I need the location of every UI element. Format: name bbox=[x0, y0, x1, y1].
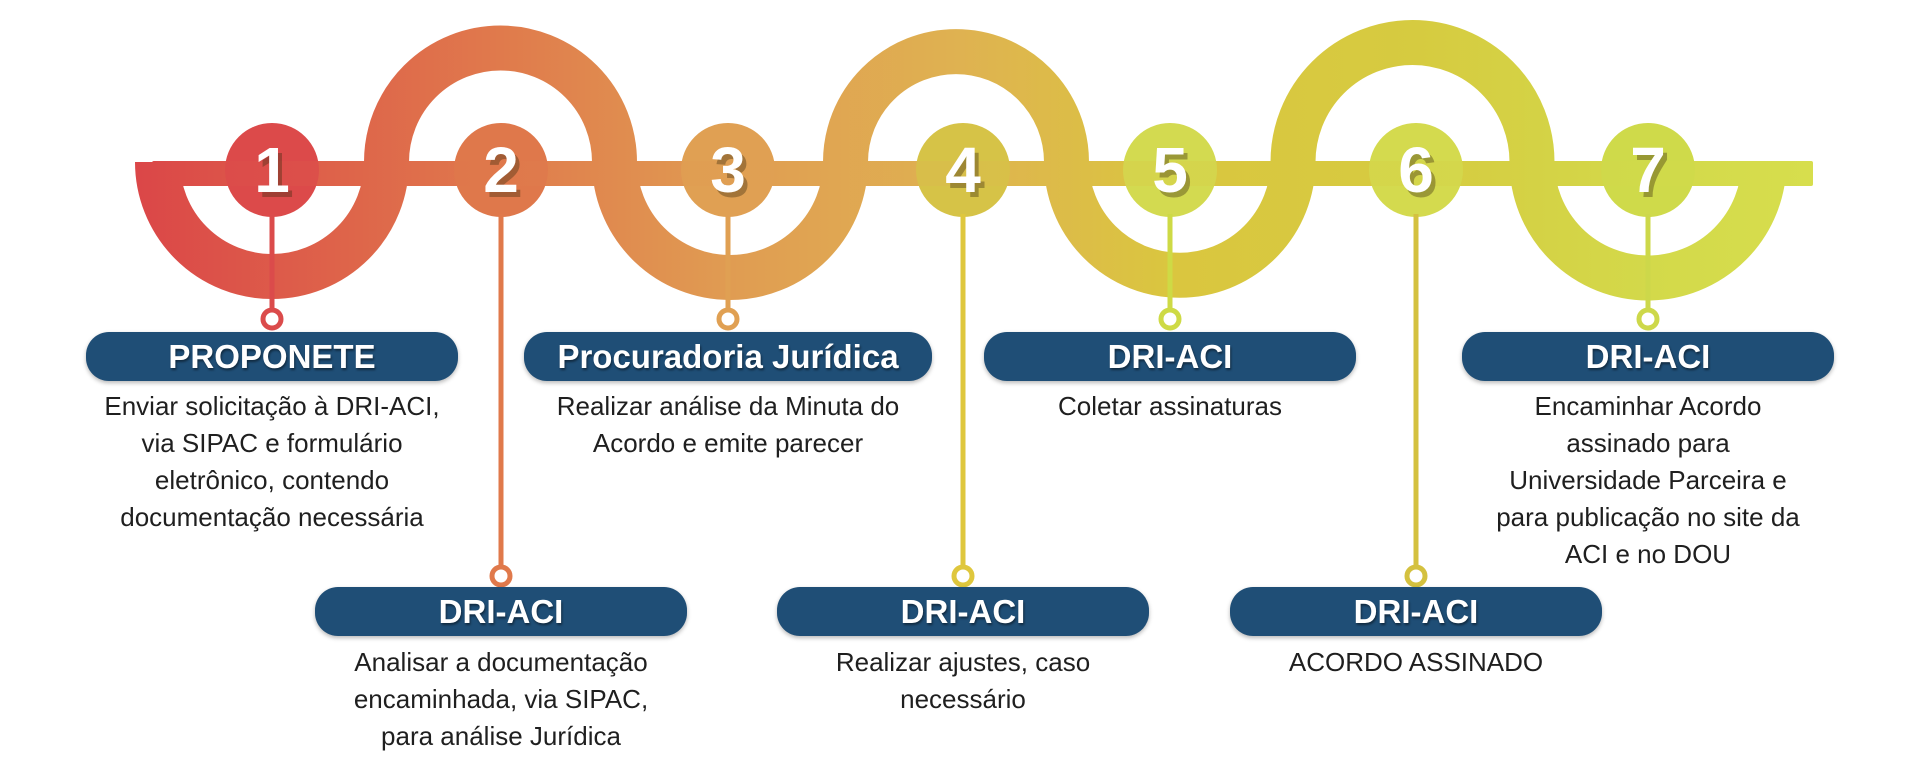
timeline-bar-overlay bbox=[152, 161, 1813, 186]
step-1-connector-ring bbox=[260, 307, 284, 331]
step-5-title-box: DRI-ACI bbox=[984, 332, 1356, 381]
step-3-title-box: Procuradoria Jurídica bbox=[524, 332, 932, 381]
step-7-title: DRI-ACI bbox=[1585, 337, 1711, 375]
step-2-description: Analisar a documentação encaminhada, via… bbox=[353, 647, 649, 751]
step-6-number: 6 bbox=[1398, 134, 1434, 206]
step-4-number: 4 bbox=[945, 134, 981, 206]
step-6-title: DRI-ACI bbox=[1353, 592, 1479, 630]
step-7-description: Encaminhar Acordo assinado para Universi… bbox=[1496, 391, 1800, 569]
step-5-number: 5 bbox=[1152, 134, 1188, 206]
wave-ribbon bbox=[135, 20, 1787, 301]
step-4-title-box: DRI-ACI bbox=[777, 587, 1149, 636]
step-1-title-box: PROPONETE bbox=[86, 332, 458, 381]
step-1-number: 1 bbox=[254, 134, 290, 206]
step-6-title-box: DRI-ACI bbox=[1230, 587, 1602, 636]
step-4-description: Realizar ajustes, caso necessário bbox=[835, 647, 1091, 714]
step-3-title: Procuradoria Jurídica bbox=[557, 337, 899, 375]
step-4-connector-ring bbox=[951, 564, 975, 588]
step-5-connector-ring bbox=[1158, 307, 1182, 331]
step-7-connector-ring bbox=[1636, 307, 1660, 331]
step-3-description: Realizar análise da Minuta do Acordo e e… bbox=[556, 391, 900, 458]
step-2-title-box: DRI-ACI bbox=[315, 587, 687, 636]
step-7-title-box: DRI-ACI bbox=[1462, 332, 1834, 381]
step-6-connector-ring bbox=[1404, 564, 1428, 588]
step-2-number: 2 bbox=[483, 134, 519, 206]
step-3-number: 3 bbox=[710, 134, 746, 206]
step-1-description: Enviar solicitação à DRI-ACI, via SIPAC … bbox=[104, 391, 440, 532]
step-1-title: PROPONETE bbox=[168, 337, 376, 375]
step-4-title: DRI-ACI bbox=[900, 592, 1026, 630]
step-2-connector-ring bbox=[489, 564, 513, 588]
step-5-title: DRI-ACI bbox=[1107, 337, 1233, 375]
step-7-number: 7 bbox=[1630, 134, 1666, 206]
step-6-description: ACORDO ASSINADO bbox=[1288, 647, 1544, 677]
step-2-title: DRI-ACI bbox=[438, 592, 564, 630]
step-3-connector-ring bbox=[716, 307, 740, 331]
step-5-description: Coletar assinaturas bbox=[1058, 391, 1282, 421]
